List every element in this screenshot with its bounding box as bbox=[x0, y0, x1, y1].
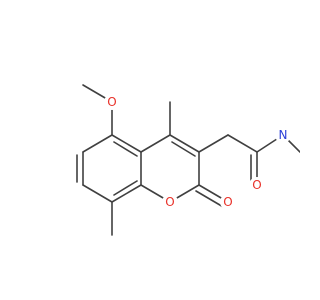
bond-line bbox=[171, 141, 196, 157]
bond-line bbox=[111, 184, 142, 203]
chemical-structure-diagram: O O O O N bbox=[0, 0, 300, 300]
bond-line bbox=[169, 134, 200, 153]
atom-label-background bbox=[275, 127, 291, 143]
ring-oxygen-label: O bbox=[165, 195, 174, 209]
bond-line bbox=[195, 190, 226, 209]
bond-line bbox=[227, 134, 258, 153]
bond-line bbox=[140, 134, 171, 153]
methoxy-oxygen-label: O bbox=[107, 95, 116, 109]
atom-label-background bbox=[162, 194, 178, 210]
atom-label-background bbox=[104, 94, 120, 110]
amide-nitrogen-label: N bbox=[279, 128, 288, 142]
bond-line bbox=[111, 134, 142, 153]
atom-label-background bbox=[249, 177, 265, 193]
bond-line bbox=[198, 134, 229, 153]
carbonyl-oxygen-label: O bbox=[223, 195, 232, 209]
bond-line bbox=[82, 184, 113, 203]
bond-line bbox=[113, 180, 138, 196]
amide-oxygen-label: O bbox=[252, 178, 261, 192]
atom-labels: O O O O N bbox=[104, 94, 291, 210]
atom-label-background bbox=[220, 194, 236, 210]
bond-line bbox=[113, 141, 138, 157]
canvas-background bbox=[0, 0, 300, 300]
bond-line bbox=[82, 134, 113, 153]
